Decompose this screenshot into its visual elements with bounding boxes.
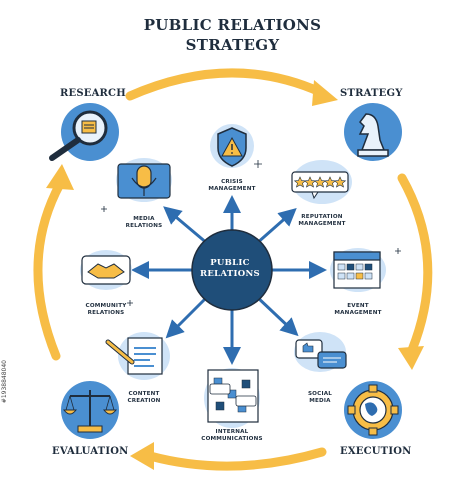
radial-arrow-reputation <box>255 208 297 246</box>
research-icon <box>49 103 119 161</box>
phase-strategy-label: STRATEGY <box>340 88 403 99</box>
center-label: PUBLIC RELATIONS <box>185 258 275 280</box>
internal-communications-label: INTERNAL COMMUNICATIONS <box>201 429 263 442</box>
cycle-arrowheads <box>46 80 424 470</box>
arrowhead-evaluation <box>130 442 154 470</box>
media-relations-icon <box>116 158 172 202</box>
arrowhead-research <box>46 164 74 190</box>
arrow-evaluation-to-research <box>33 179 65 361</box>
arrowhead-strategy <box>312 80 338 106</box>
arrowhead-execution <box>398 346 424 370</box>
radial-arrow-media <box>163 206 209 246</box>
execution-icon <box>344 381 402 439</box>
internal-communications-icon <box>204 368 260 428</box>
event-management-label: EVENT MANAGEMENT <box>334 303 382 316</box>
center-circle-ring <box>191 229 273 311</box>
phase-research-label: RESEARCH <box>60 88 126 99</box>
center-label-line-1: PUBLIC <box>210 258 250 268</box>
strategy-icon <box>344 103 402 161</box>
social-media-icon <box>294 332 347 372</box>
cycle-arrows <box>33 68 433 471</box>
crisis-management-label: CRISIS MANAGEMENT <box>208 179 256 192</box>
community-relations-icon <box>80 250 132 290</box>
radial-arrows <box>131 195 327 365</box>
reputation-management-icon <box>291 160 352 204</box>
social-media-label: SOCIAL MEDIA <box>307 391 333 404</box>
sparkle-decorations <box>101 160 401 306</box>
stock-id-watermark: #1938848040 <box>1 360 8 404</box>
radial-arrow-content <box>165 294 210 339</box>
arrow-strategy-to-execution <box>397 173 433 355</box>
page-title-line-1: PUBLIC RELATIONS <box>143 16 322 34</box>
radial-arrow-social <box>254 294 299 337</box>
phase-execution-label: EXECUTION <box>340 446 412 457</box>
crisis-management-icon <box>210 124 254 168</box>
center-circle <box>192 230 272 310</box>
event-management-icon <box>330 248 386 292</box>
content-creation-label: CONTENT CREATION <box>127 391 161 404</box>
reputation-management-label: REPUTATION MANAGEMENT <box>298 214 346 227</box>
phase-evaluation-label: EVALUATION <box>52 446 129 457</box>
content-creation-icon <box>105 332 170 380</box>
arrow-research-to-strategy <box>125 68 325 101</box>
evaluation-icon <box>61 381 119 439</box>
center-label-line-2: RELATIONS <box>200 269 260 279</box>
arrow-execution-to-evaluation <box>145 447 327 471</box>
media-relations-label: MEDIA RELATIONS <box>125 216 163 229</box>
page-title-line-2: STRATEGY <box>185 36 280 54</box>
community-relations-label: COMMUNITY RELATIONS <box>85 303 127 316</box>
